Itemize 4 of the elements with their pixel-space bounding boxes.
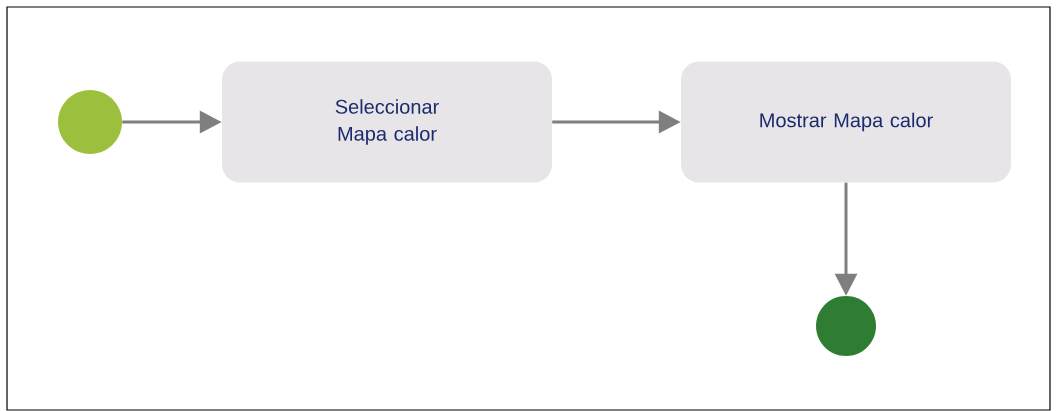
end-circle	[816, 296, 876, 356]
start-circle	[58, 90, 122, 154]
activity-box: Mostrar Mapa calor	[681, 61, 1011, 183]
activity-box: Seleccionar Mapa calor	[222, 61, 552, 183]
